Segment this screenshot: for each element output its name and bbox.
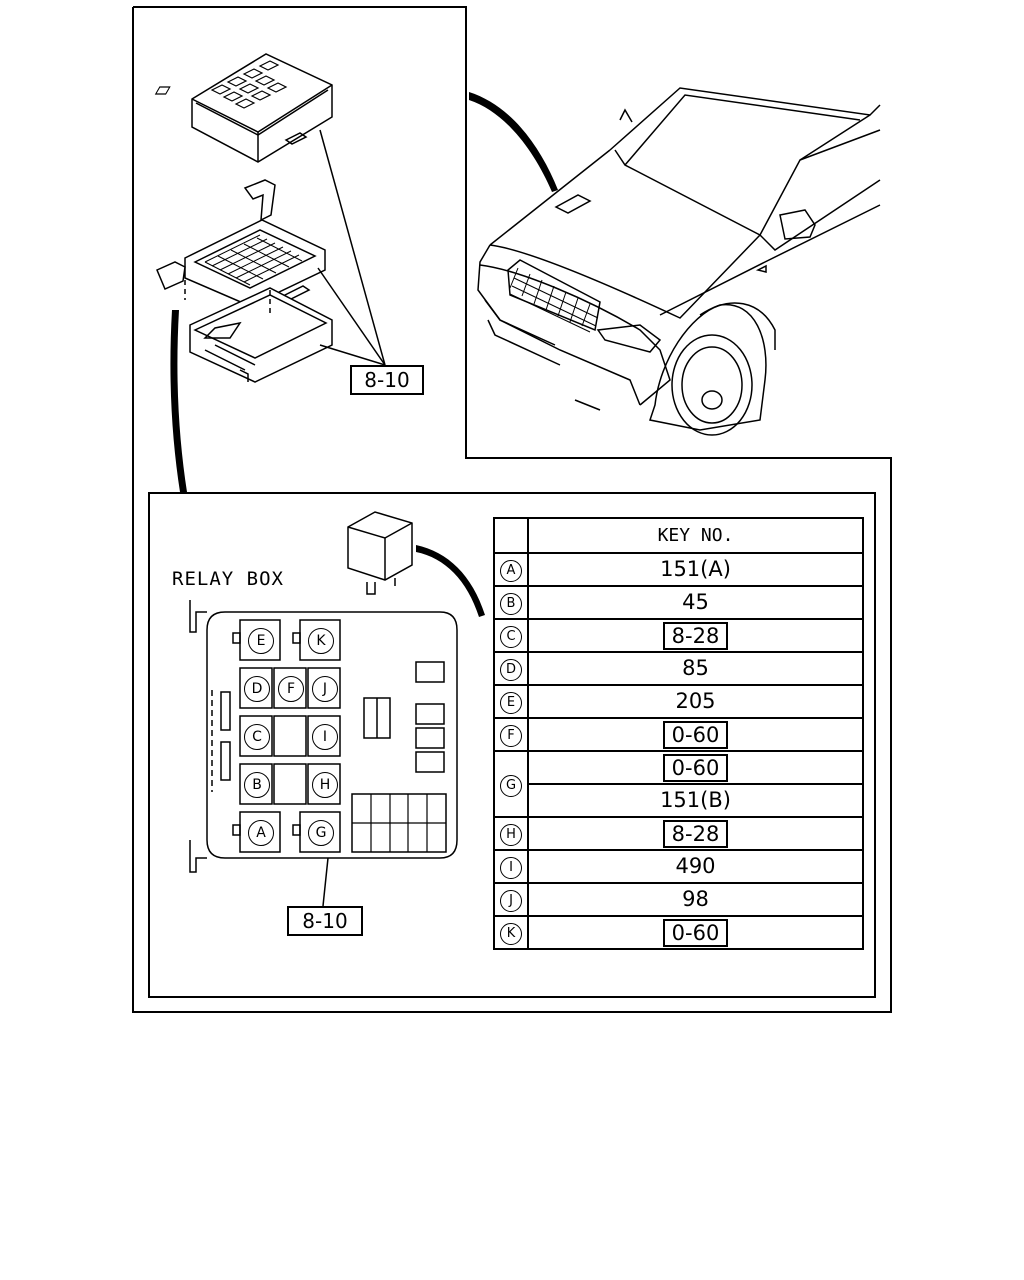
key-number-cell: 205	[527, 684, 864, 719]
relay-box-top-view	[189, 600, 458, 907]
outer-frame	[132, 6, 892, 1013]
key-letter-cell: C	[493, 618, 529, 653]
key-letter-cell: F	[493, 717, 529, 752]
key-number-ref: 0-60	[662, 720, 729, 749]
relay-box-base-drawing	[156, 179, 333, 383]
inner-panel	[148, 492, 876, 998]
key-number: 98	[682, 887, 709, 911]
key-number-cell: 98	[527, 882, 864, 917]
key-letter: E	[500, 692, 522, 714]
key-number-ref: 8-28	[662, 621, 729, 650]
key-number-cell: 45	[527, 585, 864, 620]
key-table-row: F 0-60	[493, 717, 864, 752]
key-table-row: C 8-28	[493, 618, 864, 653]
leader-lines-top	[184, 129, 386, 366]
key-number-cell: 85	[527, 651, 864, 686]
key-number: 151(A)	[660, 557, 731, 581]
slot-label-a: A	[248, 820, 274, 846]
key-number-cell: 151(A)	[527, 552, 864, 587]
key-number-cell: 0-60	[527, 717, 864, 752]
key-table-row: K 0-60	[493, 915, 864, 950]
key-table-header: KEY NO.	[527, 517, 864, 554]
key-letter: A	[500, 560, 522, 582]
key-table-row: J 98	[493, 882, 864, 917]
key-table-row: 151(B)	[494, 783, 864, 818]
key-letter: J	[500, 890, 522, 912]
key-letter-cell: G	[493, 750, 529, 818]
key-number: 45	[682, 590, 709, 614]
key-table-row: B 45	[493, 585, 864, 620]
ref-box-bottom: 8-10	[287, 906, 363, 936]
key-table-header-row: KEY NO.	[493, 517, 864, 554]
key-number-cell: 0-60	[527, 750, 864, 785]
key-number-cell: 0-60	[527, 915, 864, 950]
connector-swoosh-top	[469, 92, 558, 192]
relay-box-cover-drawing	[154, 53, 333, 163]
key-number-ref: 8-28	[662, 819, 729, 848]
key-number-ref: 0-60	[662, 918, 729, 947]
key-number-cell: 490	[527, 849, 864, 884]
key-number: 205	[675, 689, 716, 713]
key-number-cell: 8-28	[527, 816, 864, 851]
slot-label-g: G	[308, 820, 334, 846]
key-letter-cell: J	[493, 882, 529, 917]
key-table-row: D 85	[493, 651, 864, 686]
key-letter-cell: I	[493, 849, 529, 884]
key-letter-cell: A	[493, 552, 529, 587]
relay-drawing	[347, 511, 413, 595]
key-letter: I	[500, 857, 522, 879]
key-letter: K	[500, 923, 522, 945]
key-table-row: G 0-60	[493, 750, 864, 818]
key-number-cell: 151(B)	[527, 783, 864, 818]
key-table-header-blank	[493, 517, 529, 554]
key-table-row: I 490	[493, 849, 864, 884]
key-letter: C	[500, 626, 522, 648]
key-table-row: A 151(A)	[493, 552, 864, 587]
key-letter-cell: D	[493, 651, 529, 686]
relay-box-label: RELAY BOX	[172, 568, 284, 590]
key-number: 490	[675, 854, 716, 878]
key-number-cell: 8-28	[527, 618, 864, 653]
key-table-row: E 205	[493, 684, 864, 719]
key-letter: G	[500, 774, 522, 797]
key-number: 151(B)	[660, 788, 731, 812]
ref-box-top: 8-10	[350, 365, 424, 395]
connector-swoosh-relay	[416, 545, 485, 617]
vehicle-drawing	[477, 87, 881, 436]
key-number-ref: 0-60	[662, 753, 729, 782]
slot-label-e: E	[248, 628, 274, 654]
key-letter: B	[500, 593, 522, 615]
key-letter: D	[500, 659, 522, 681]
key-letter-cell: K	[493, 915, 529, 950]
key-number: 85	[682, 656, 709, 680]
key-letter: H	[500, 824, 522, 846]
key-letter-cell: E	[493, 684, 529, 719]
slot-label-f: F	[278, 676, 304, 702]
slot-label-i: I	[312, 724, 338, 750]
connector-swoosh-left	[170, 310, 187, 492]
slot-label-c: C	[244, 724, 270, 750]
key-letter: F	[500, 725, 522, 747]
slot-label-h: H	[312, 772, 338, 798]
slot-label-d: D	[244, 676, 270, 702]
key-table-row: H 8-28	[493, 816, 864, 851]
slot-label-j: J	[312, 676, 338, 702]
slot-label-b: B	[244, 772, 270, 798]
key-letter-cell: B	[493, 585, 529, 620]
key-letter-cell: H	[493, 816, 529, 851]
slot-label-k: K	[308, 628, 334, 654]
